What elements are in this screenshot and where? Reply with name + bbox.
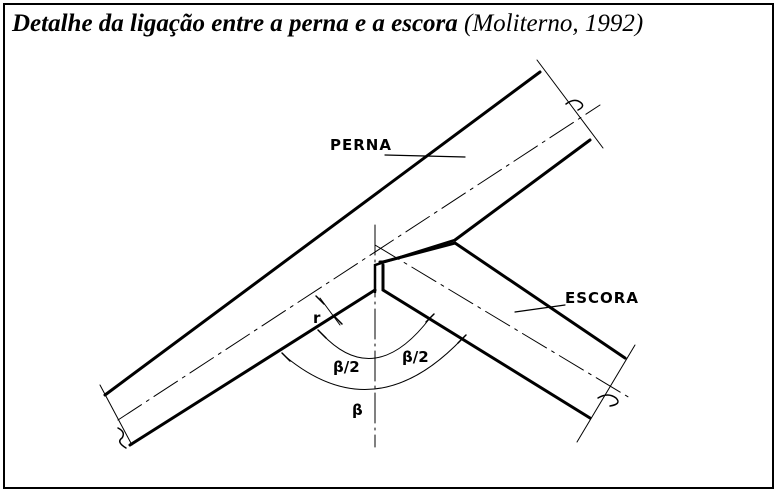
label-r: r <box>313 309 321 327</box>
figure-frame <box>3 3 774 489</box>
dimension-ticks <box>281 295 467 362</box>
escora-notch <box>373 238 457 294</box>
escora-bottom-edge <box>381 263 592 420</box>
escora-end-cut <box>576 344 636 443</box>
arc-beta <box>285 338 463 390</box>
perna-centerline <box>117 104 601 421</box>
perna-break-right <box>565 99 584 111</box>
perna-bottom-edge-right <box>453 138 592 242</box>
title-main: Detalhe da ligação entre a perna e a esc… <box>12 10 458 37</box>
perna-end-cut-right <box>536 59 604 149</box>
title-source: (Moliterno, 1992) <box>464 10 644 37</box>
escora-leader <box>514 304 566 313</box>
r-dimension-line <box>319 297 341 326</box>
perna-break-left <box>117 427 127 449</box>
label-half-beta-left: β/2 <box>333 358 360 376</box>
perna-leader <box>384 154 466 158</box>
label-beta: β <box>352 401 363 419</box>
escora-centerline <box>374 244 631 399</box>
label-half-beta-right: β/2 <box>402 348 429 366</box>
escora-break <box>597 394 619 407</box>
label-perna: PERNA <box>330 136 392 154</box>
perna-end-cut-left <box>99 384 133 446</box>
perna-top-edge <box>103 70 542 397</box>
label-escora: ESCORA <box>565 289 639 307</box>
arc-half-beta <box>321 317 431 359</box>
figure-title: Detalhe da ligação entre a perna e a esc… <box>12 10 643 38</box>
